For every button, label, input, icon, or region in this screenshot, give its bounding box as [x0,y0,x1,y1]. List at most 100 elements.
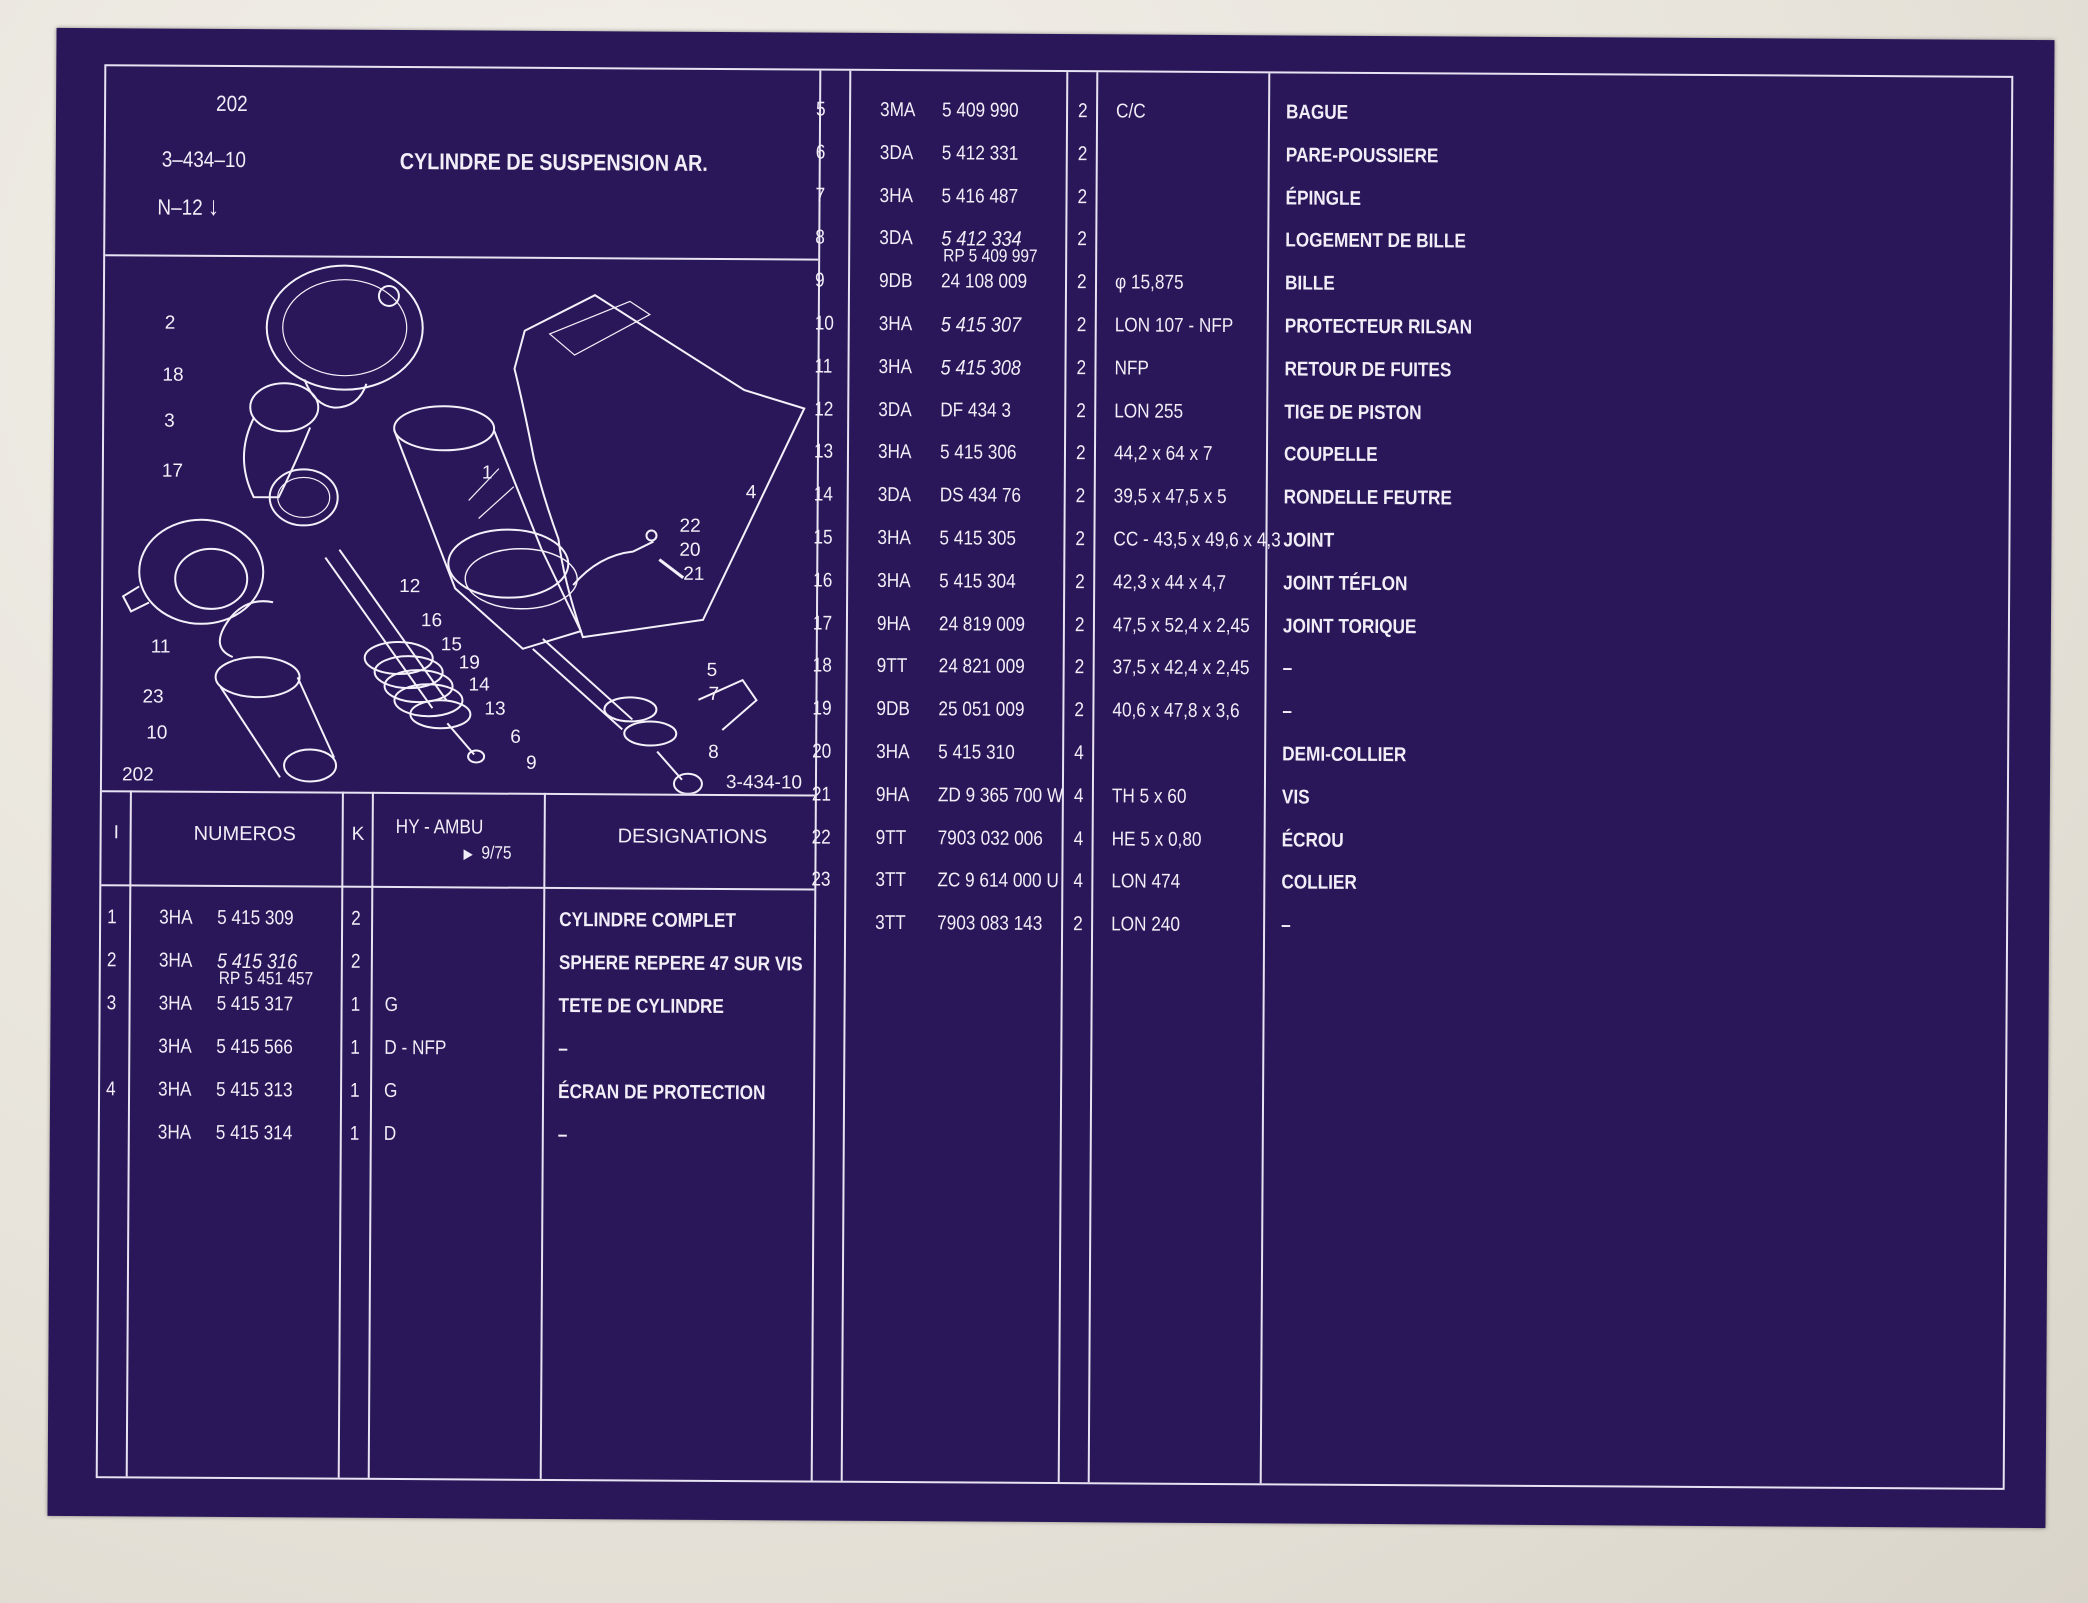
quantity: 1 [350,993,361,1016]
reference-code: 3–434–10 [161,146,247,173]
part-number: 24 821 009 [938,655,1025,679]
quantity: 2 [1076,356,1087,380]
callout-22: 22 [679,516,700,537]
callout-19: 19 [459,652,480,673]
col-line-right-numeros [1057,72,1069,1483]
part-prefix: 3DA [877,484,912,507]
callout-12: 12 [399,576,420,597]
part-prefix: 3MA [880,98,916,122]
quantity: 2 [1073,913,1083,936]
quantity: 1 [350,1079,360,1102]
part-number: DS 434 76 [939,484,1022,507]
film-slide: 202 3–434–10 CYLINDRE DE SUSPENSION AR. … [47,27,2055,1529]
replacement-number: RP 5 409 997 [943,245,1038,267]
callout-23: 23 [142,686,163,707]
part-number: 5 416 487 [941,184,1019,208]
row-index: 5 [816,98,826,121]
part-prefix: 3HA [877,569,911,592]
part-prefix: 3DA [879,227,913,250]
row-index: 11 [814,355,833,378]
part-prefix: 3HA [158,949,193,972]
replacement-number: RP 5 451 457 [218,967,314,989]
piston-rod-part [324,549,486,764]
quantity: 4 [1074,742,1084,765]
quantity: 2 [1075,528,1086,551]
designation: PARE-POUSSIERE [1285,144,1439,168]
part-prefix: 3TT [875,869,907,892]
callout-17: 17 [162,461,183,482]
designation: COUPELLE [1283,443,1378,467]
quantity: 2 [1074,613,1085,636]
designation: TETE DE CYLINDRE [558,994,724,1019]
applicability-note: 42,3 x 44 x 4,7 [1113,571,1227,594]
quantity: 1 [350,1036,360,1059]
part-number: 25 051 009 [938,698,1025,722]
part-number: 5 415 305 [939,527,1017,550]
col-line-k [367,791,374,1478]
part-prefix: 3HA [158,1078,192,1101]
col-line-hy [539,792,546,1479]
row-index: 15 [813,526,833,549]
applicability-note: 47,5 x 52,4 x 2,45 [1112,613,1250,637]
row-index: 17 [812,612,833,635]
table-header-line [101,884,815,891]
callout-15: 15 [441,634,462,655]
quantity: 2 [1075,570,1085,593]
return-ring-part [121,518,265,625]
quantity: 2 [1077,228,1087,251]
part-prefix: 3DA [879,141,914,164]
small-parts [572,529,758,795]
applicability-note: D - NFP [384,1036,447,1060]
cylinder-head-part [242,382,339,527]
part-number: 5 415 314 [215,1121,293,1145]
header-col-k: K [351,823,365,845]
designation: – [1281,914,1291,937]
part-prefix: 9HA [875,783,910,806]
part-number: 5 415 309 [217,906,294,930]
designation: JOINT TÉFLON [1283,572,1408,595]
col-line-right-i [840,70,852,1481]
applicability-note: LON 107 - NFP [1114,314,1234,338]
designation: JOINT [1283,529,1335,552]
page-number: 202 [216,90,248,117]
quantity: 2 [1075,442,1086,465]
callout-2: 2 [165,313,176,334]
model-code: N–12 ↓ [157,191,219,222]
part-prefix: 3HA [877,526,911,550]
part-number: 5 415 308 [940,356,1021,380]
applicability-note: G [384,993,399,1017]
drawing-ref-label: 3-434-10 [725,772,803,794]
row-index: 4 [106,1078,116,1101]
callout-18: 18 [162,365,183,386]
part-number: 24 108 009 [940,270,1028,294]
designation: RETOUR DE FUITES [1284,358,1452,382]
part-prefix: 3HA [878,312,913,336]
row-index: 6 [815,141,826,164]
applicability-note: LON 240 [1111,913,1181,936]
designation: – [558,1037,568,1061]
part-prefix: 3HA [157,1121,192,1144]
quantity: 1 [349,1122,360,1145]
row-index: 2 [106,949,117,972]
parts-sheet: 202 3–434–10 CYLINDRE DE SUSPENSION AR. … [95,64,2014,1490]
callout-5: 5 [707,660,718,681]
row-index: 10 [814,312,834,335]
row-index: 23 [811,868,831,892]
part-number: 5 412 331 [941,142,1019,165]
applicability-note: HE 5 x 0,80 [1111,827,1202,851]
designation: SPHERE REPERE 47 SUR VIS [558,951,803,976]
callout-16: 16 [421,610,442,631]
part-prefix: 9TT [876,655,908,678]
row-index: 7 [815,184,826,207]
applicability-note: LON 474 [1111,870,1181,894]
header-col-hy-date: ▶ 9/75 [463,842,511,863]
part-prefix: 3HA [159,906,193,929]
designation: BAGUE [1286,101,1349,124]
part-number: 7903 083 143 [937,912,1043,936]
quantity: 2 [1078,100,1088,123]
applicability-note: LON 255 [1114,399,1184,423]
part-number: 5 415 317 [216,992,294,1016]
